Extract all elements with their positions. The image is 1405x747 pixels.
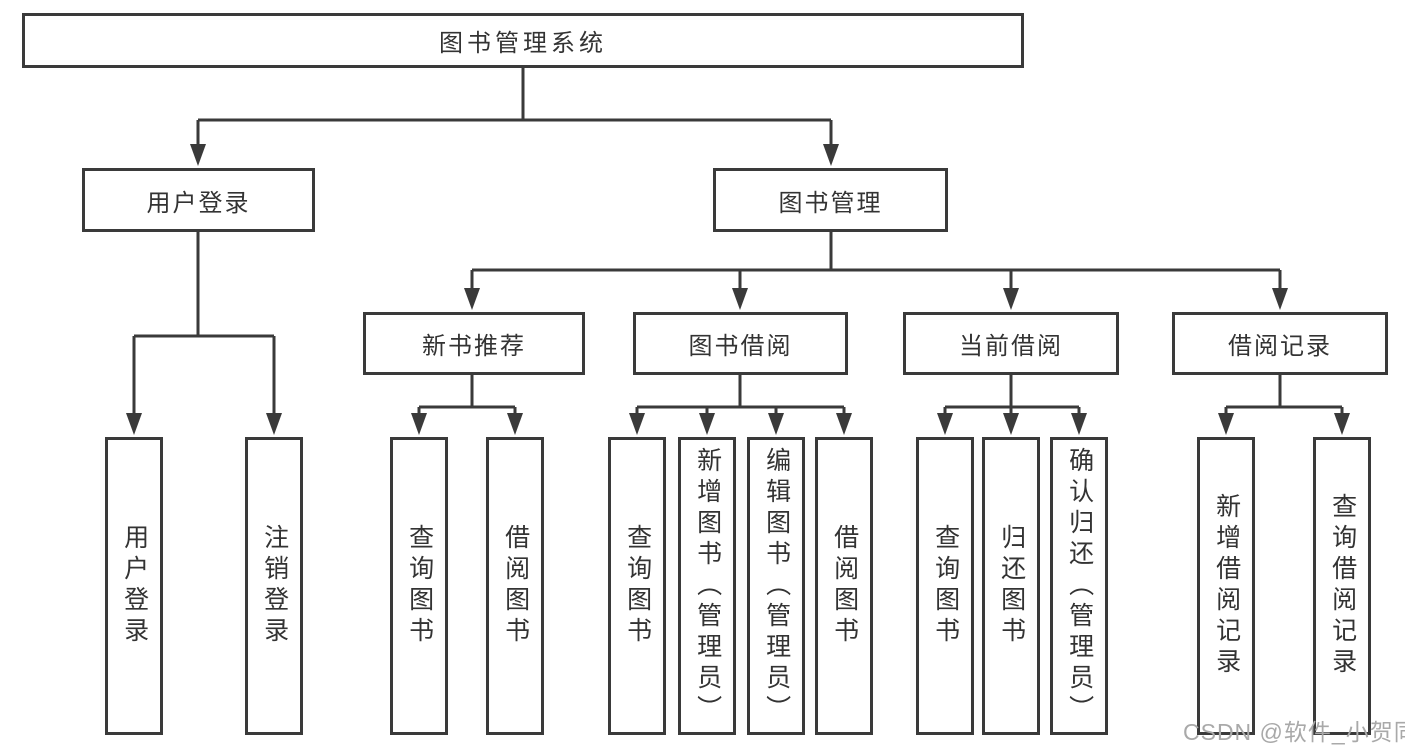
leaf-logout-label: 注销登录 — [260, 524, 289, 648]
leaf-add-borrow-record-label: 新增借阅记录 — [1212, 493, 1241, 679]
node-new-book-recommendation-label: 新书推荐 — [422, 333, 526, 360]
connector-new-book-children — [417, 375, 517, 418]
node-library-system-label: 图书管理系统 — [439, 30, 607, 57]
leaf-query-borrow-record: 查询借阅记录 — [1313, 437, 1371, 735]
leaf-add-borrow-record: 新增借阅记录 — [1197, 437, 1255, 735]
node-library-system: 图书管理系统 — [22, 13, 1024, 68]
node-current-borrowing: 当前借阅 — [903, 312, 1119, 375]
leaf-borrow-books-label: 借阅图书 — [830, 524, 859, 648]
node-current-borrowing-label: 当前借阅 — [959, 333, 1063, 360]
leaf-return-books-label: 归还图书 — [997, 524, 1026, 648]
leaf-query-borrow-record-label: 查询借阅记录 — [1328, 493, 1357, 679]
leaf-logout: 注销登录 — [245, 437, 303, 735]
connector-user-login-children — [132, 232, 276, 418]
arrowheads — [126, 144, 1350, 435]
leaf-query-books-borrow: 查询图书 — [608, 437, 666, 735]
leaf-borrow-books-recommend-label: 借阅图书 — [501, 524, 530, 648]
leaf-add-books-admin-label: 新增图书（管理员） — [693, 446, 722, 726]
node-book-management-label: 图书管理 — [778, 189, 883, 217]
connector-book-management-children — [470, 232, 1282, 292]
connector-borrowing-records-children — [1224, 375, 1344, 418]
connector-root-to-level2 — [196, 68, 833, 148]
leaf-confirm-return-admin-label: 确认归还（管理员） — [1065, 446, 1094, 726]
node-book-borrowing-label: 图书借阅 — [688, 333, 793, 360]
node-book-management: 图书管理 — [713, 168, 948, 232]
connector-current-borrowing-children — [943, 375, 1081, 418]
csdn-watermark: CSDN @软件_小贺同学 — [1183, 719, 1405, 745]
leaf-query-books-recommend: 查询图书 — [390, 437, 448, 735]
connector-book-borrowing-children — [635, 375, 846, 418]
leaf-confirm-return-admin: 确认归还（管理员） — [1050, 437, 1108, 735]
leaf-return-books: 归还图书 — [982, 437, 1040, 735]
node-new-book-recommendation: 新书推荐 — [363, 312, 585, 375]
node-borrowing-records: 借阅记录 — [1172, 312, 1388, 375]
leaf-borrow-books-recommend: 借阅图书 — [486, 437, 544, 735]
leaf-edit-books-admin: 编辑图书（管理员） — [747, 437, 805, 735]
leaf-query-books-current: 查询图书 — [916, 437, 974, 735]
node-user-login: 用户登录 — [82, 168, 315, 232]
leaf-query-books-recommend-label: 查询图书 — [405, 524, 434, 648]
leaf-add-books-admin: 新增图书（管理员） — [678, 437, 736, 735]
leaf-user-login: 用户登录 — [105, 437, 163, 735]
leaf-borrow-books: 借阅图书 — [815, 437, 873, 735]
node-user-login-label: 用户登录 — [146, 189, 251, 217]
leaf-edit-books-admin-label: 编辑图书（管理员） — [762, 446, 791, 726]
leaf-query-books-current-label: 查询图书 — [931, 524, 960, 648]
leaf-user-login-label: 用户登录 — [120, 524, 149, 648]
node-book-borrowing: 图书借阅 — [633, 312, 848, 375]
node-borrowing-records-label: 借阅记录 — [1228, 333, 1332, 360]
leaf-query-books-borrow-label: 查询图书 — [623, 524, 652, 648]
